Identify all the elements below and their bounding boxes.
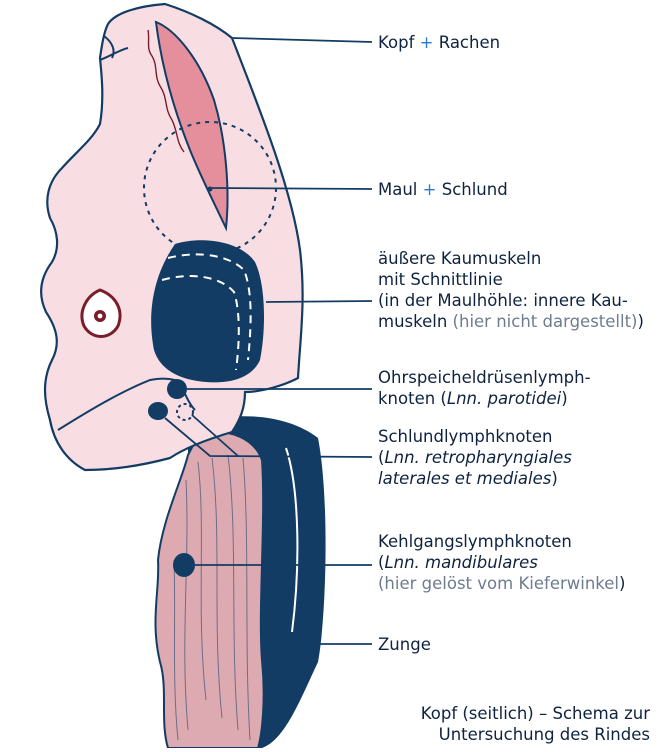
label-kopf-text: Kopf — [378, 33, 414, 52]
caption-kopf: Kopf — [421, 704, 463, 723]
schlund-latin-1: Lnn. retropharyngiales — [384, 448, 571, 467]
schlund-line1: Schlundlymphknoten — [378, 426, 572, 447]
kaumuskeln-line4c: ) — [638, 312, 644, 331]
caption-dash: – — [534, 704, 553, 723]
schlund-line3b: ) — [551, 469, 557, 488]
kehlgang-line3b: ) — [619, 574, 625, 593]
mandibular-lymph-node — [173, 553, 195, 577]
kaumuskeln-line4b: (hier nicht dargestellt) — [453, 312, 638, 331]
ohrspeichel-latin: Lnn. parotidei — [447, 389, 561, 408]
plus-sign: + — [420, 33, 434, 52]
schlund-line3: laterales et mediales) — [378, 468, 572, 489]
caption-seitlich: (seitlich) — [462, 704, 533, 723]
ohrspeichel-line2a: knoten ( — [378, 389, 447, 408]
schlund-line2: (Lnn. retropharyngiales — [378, 447, 572, 468]
kehlgang-line1: Kehlgangslymphknoten — [378, 531, 625, 552]
label-maul-schlund: Maul + Schlund — [378, 179, 508, 200]
retropharyngeal-lymph-node-solid — [148, 402, 168, 420]
kaumuskeln-line4: muskeln (hier nicht dargestellt)) — [378, 311, 644, 332]
label-zunge: Zunge — [378, 634, 431, 655]
kehlgang-line3: (hier gelöst vom Kieferwinkel) — [378, 573, 625, 594]
ohrspeichel-line2c: ) — [561, 389, 567, 408]
kaumuskeln-line4a: muskeln — [378, 312, 453, 331]
label-rachen-text: Rachen — [439, 33, 500, 52]
parotid-lymph-node — [167, 379, 187, 399]
caption-schema: Schema zur — [553, 704, 651, 723]
kaumuskeln-line1: äußere Kaumuskeln — [378, 248, 644, 269]
label-schlundlymph: Schlundlymphknoten (Lnn. retropharyngial… — [378, 426, 572, 489]
label-kopf-rachen: Kopf + Rachen — [378, 32, 500, 53]
caption-line2: Untersuchung des Rindes — [421, 724, 650, 745]
label-ohrspeichel: Ohrspeicheldrüsenlymph- knoten (Lnn. par… — [378, 367, 591, 409]
mouth-pointer-dot — [208, 187, 213, 192]
pharynx-muscle-shape — [155, 431, 263, 748]
label-kaumuskeln: äußere Kaumuskeln mit Schnittlinie (in d… — [378, 248, 644, 332]
schlund-latin-2: laterales et mediales — [378, 469, 551, 488]
label-kehlgang: Kehlgangslymphknoten (Lnn. mandibulares … — [378, 531, 625, 594]
kehlgang-latin: Lnn. mandibulares — [384, 553, 537, 572]
masseter-muscle — [151, 240, 264, 382]
plus-sign: + — [423, 180, 437, 199]
kehlgang-line2: (Lnn. mandibulares — [378, 552, 625, 573]
caption-line1: Kopf (seitlich) – Schema zur — [421, 703, 650, 724]
kaumuskeln-line3: (in der Maulhöhle: innere Kau- — [378, 290, 644, 311]
label-schlund-text: Schlund — [442, 180, 508, 199]
caption: Kopf (seitlich) – Schema zur Untersuchun… — [421, 703, 650, 745]
ohrspeichel-line1: Ohrspeicheldrüsenlymph- — [378, 367, 591, 388]
ohrspeichel-line2: knoten (Lnn. parotidei) — [378, 388, 591, 409]
kaumuskeln-line2: mit Schnittlinie — [378, 269, 644, 290]
label-maul-text: Maul — [378, 180, 417, 199]
kehlgang-line3a: (hier gelöst vom Kieferwinkel — [378, 574, 619, 593]
